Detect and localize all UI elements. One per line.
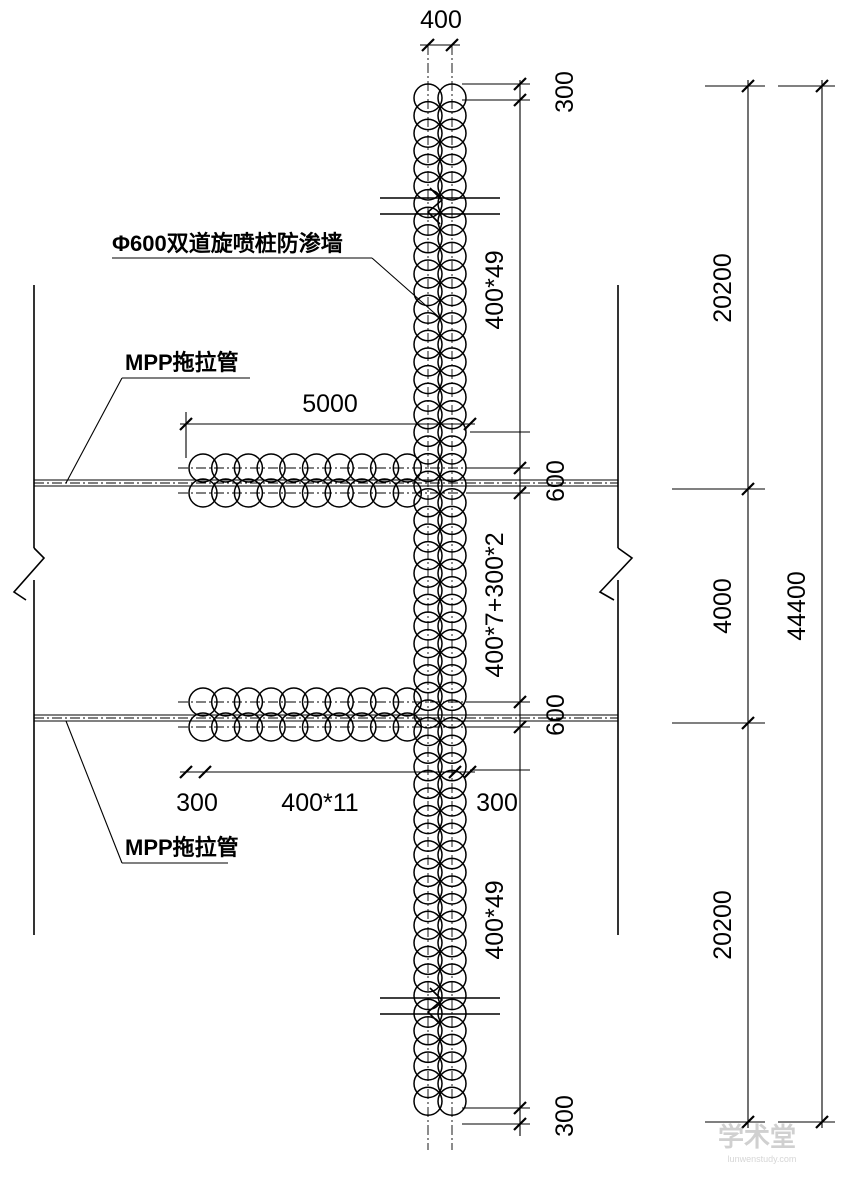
wall-centerlines: [427, 45, 453, 1150]
wall-break-mark-bottom: [380, 987, 500, 1025]
dim-top-end: 300: [551, 71, 579, 113]
dim-lower-span: 20200: [709, 890, 737, 960]
dimension-wing-pitch: [179, 765, 477, 779]
dimension-wing-length: [179, 412, 477, 458]
watermark-logo-text: 学术堂: [718, 1122, 796, 1152]
dimension-top-width: 400: [420, 6, 462, 52]
dim-wing-pitch: 400*11: [281, 789, 358, 817]
dim-wing-end-right: 300: [476, 789, 518, 817]
watermark-url: lunwenstudy.com: [728, 1154, 797, 1164]
pipe-label-lower: MPP拖拉管: [125, 835, 239, 860]
dim-total-span: 44400: [783, 571, 811, 641]
dim-pipe-gap-upper: 600: [542, 460, 570, 502]
wall-label-leader: [112, 257, 441, 319]
dim-lower-pitch: 400*49: [481, 880, 509, 959]
right-bank-line: [598, 285, 634, 935]
wall-break-mark-top: [380, 187, 500, 225]
dim-wing-end-left: 300: [176, 789, 218, 817]
pipe-label-upper-leader: [65, 377, 250, 484]
dim-pipe-gap-lower: 600: [542, 694, 570, 736]
dim-upper-pitch: 400*49: [481, 250, 509, 329]
mpp-pipe-upper: [34, 479, 618, 487]
wing-centerlines: [178, 467, 470, 728]
dim-middle-pitch: 400*7+300*2: [481, 532, 509, 677]
dim-top-width: 400: [420, 6, 462, 34]
left-bank-line: [12, 285, 46, 935]
mpp-pipe-lower: [34, 714, 618, 722]
dim-bottom-end: 300: [551, 1095, 579, 1137]
dim-middle-span: 4000: [709, 578, 737, 634]
wall-label: Φ600双道旋喷桩防渗墙: [112, 231, 343, 256]
dimension-total: [778, 79, 835, 1129]
dim-upper-span: 20200: [709, 253, 737, 323]
pipe-label-lower-leader: [65, 720, 228, 864]
dimension-chain-outer: [672, 79, 765, 1129]
pipe-label-upper: MPP拖拉管: [125, 350, 239, 375]
dim-wing-length: 5000: [302, 390, 358, 418]
dimension-chain-inner: [462, 77, 530, 1136]
